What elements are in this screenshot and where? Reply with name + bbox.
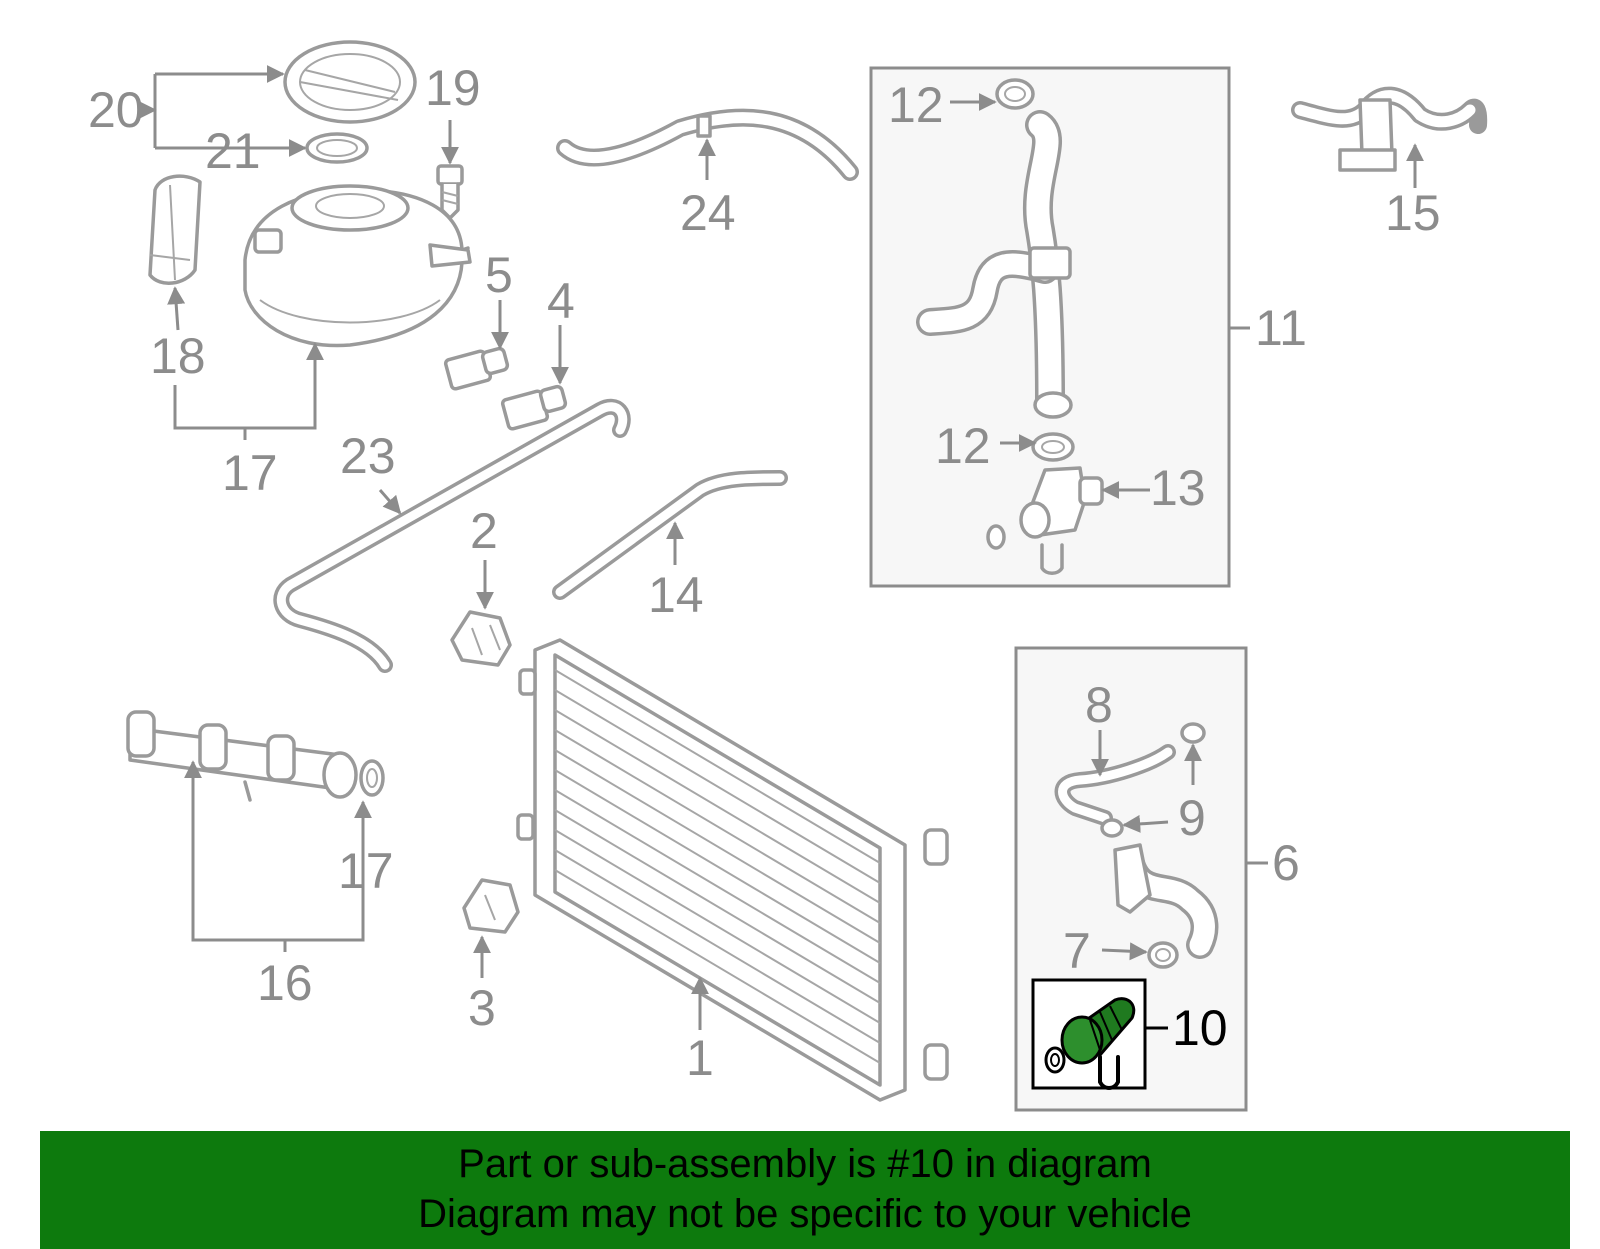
part-18-expansion-tank[interactable] <box>243 184 472 348</box>
callout-17: 17 <box>338 843 394 899</box>
part-11-hose[interactable] <box>916 110 1073 419</box>
callout-6: 6 <box>1272 835 1300 891</box>
part-14-pipe[interactable] <box>552 470 788 600</box>
callout-24: 24 <box>680 185 736 241</box>
callout-20: 19 <box>425 60 481 116</box>
leader-16 <box>191 762 365 952</box>
part-15-hose-assembly[interactable] <box>1291 86 1488 172</box>
leader-18 <box>173 345 317 440</box>
callout-2: 2 <box>470 503 498 559</box>
callout-12-bottom: 12 <box>935 418 991 474</box>
part-24-hose[interactable] <box>556 108 859 181</box>
part-10-coolant-flange[interactable] <box>1044 997 1136 1090</box>
leader-23 <box>378 489 402 515</box>
part-19-hose[interactable] <box>148 174 202 285</box>
leader-9b <box>1122 814 1169 833</box>
callout-8: 8 <box>1085 677 1113 733</box>
callout-16: 16 <box>257 955 313 1011</box>
part-21-reservoir-cap[interactable] <box>283 40 417 124</box>
part-9-clamp[interactable] <box>1100 722 1206 838</box>
callout-7: 7 <box>1063 923 1091 979</box>
callout-15: 15 <box>1385 185 1441 241</box>
leader-19 <box>167 286 186 331</box>
callout-3: 3 <box>468 980 496 1036</box>
part-7-clamp[interactable] <box>1147 941 1179 969</box>
part-16-pipe[interactable] <box>126 710 358 802</box>
callout-4: 4 <box>547 273 575 329</box>
part-17-o-ring[interactable] <box>359 759 385 797</box>
callout-18: 17 <box>222 445 278 501</box>
callout-12-top: 12 <box>888 77 944 133</box>
callout-5: 5 <box>485 247 513 303</box>
part-5-sensor[interactable] <box>443 346 510 391</box>
part-1-radiator[interactable] <box>516 638 949 1102</box>
callout-19: 18 <box>150 328 206 384</box>
callout-23: 23 <box>340 428 396 484</box>
part-6-hose-assembly[interactable] <box>1113 843 1219 959</box>
callout-10: 10 <box>1172 1000 1228 1056</box>
part-4-sensor[interactable] <box>500 384 568 431</box>
part-20-bolt[interactable] <box>436 164 464 220</box>
callout-22: 21 <box>205 123 261 179</box>
callout-9: 9 <box>1178 790 1206 846</box>
callout-11: 11 <box>1255 300 1307 356</box>
part-3-mount[interactable] <box>462 878 520 934</box>
part-23-pipe[interactable] <box>273 398 631 673</box>
part-8-hose[interactable] <box>1054 744 1176 826</box>
callout-1: 1 <box>686 1030 714 1086</box>
banner-line-2: Diagram may not be specific to your vehi… <box>418 1192 1192 1236</box>
info-banner: Part or sub-assembly is #10 in diagram D… <box>40 1131 1570 1249</box>
part-12-clamp-top[interactable] <box>995 78 1035 110</box>
callout-14: 14 <box>648 567 704 623</box>
leader-7 <box>1101 942 1148 961</box>
banner-line-1: Part or sub-assembly is #10 in diagram <box>458 1142 1152 1186</box>
callout-21: 20 <box>88 82 144 138</box>
part-13-fitting[interactable] <box>986 466 1104 575</box>
part-22-cap-seal[interactable] <box>305 132 369 164</box>
part-2-mount[interactable] <box>450 610 512 667</box>
part-12-clamp-bottom[interactable] <box>1031 432 1075 462</box>
callout-13: 13 <box>1150 460 1206 516</box>
